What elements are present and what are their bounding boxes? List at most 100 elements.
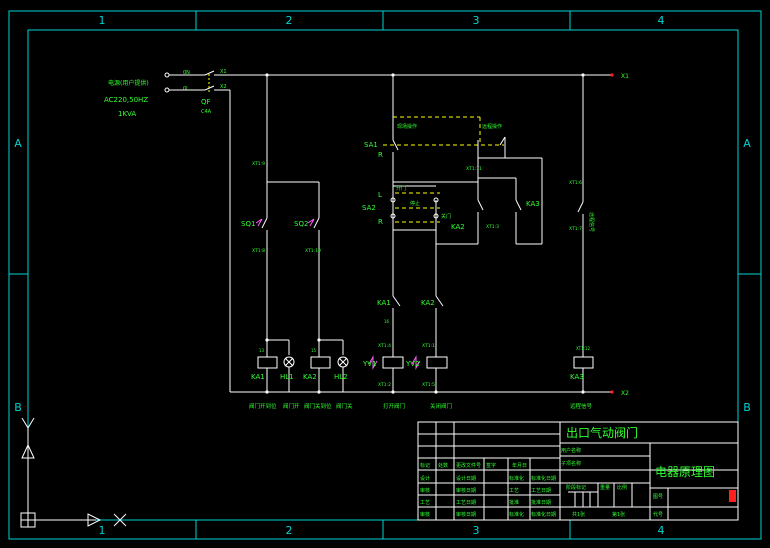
- function-f3: 阀门关到位: [304, 402, 332, 410]
- row1-c1: 设计: [420, 475, 430, 482]
- row1-c3: 标准化: [509, 475, 524, 482]
- function-f4: 阀门关: [336, 402, 353, 410]
- function-f6: 关闭阀门: [430, 402, 452, 410]
- ka2-contact-label-2: KA2: [421, 299, 435, 307]
- yv1-wire: 16: [384, 319, 390, 324]
- remote-term-bottom: XT1:3: [486, 224, 499, 230]
- function-f1: 阀门开到位: [249, 402, 277, 410]
- remote-signal-branch: XT1:6 XT1:7 XT1:12 KA3 远程信号: [569, 75, 595, 394]
- ka2-wire: 15: [311, 348, 317, 353]
- remote-term-top: XT1:11: [466, 166, 482, 172]
- row4-c3: 标准化: [509, 511, 524, 518]
- row2-c4: 工艺日期: [531, 488, 551, 494]
- supply-label: 电源(用户提供): [108, 79, 149, 87]
- scale-label: 比例: [617, 484, 627, 491]
- sa2-stop-tag: 停止: [410, 200, 420, 207]
- row-label-left-b: B: [14, 401, 22, 414]
- header-count: 处数: [438, 462, 448, 469]
- ka1-label: KA1: [251, 373, 265, 381]
- ka1-wire: 13: [259, 348, 265, 353]
- row-label-right-b: B: [743, 401, 751, 414]
- yv2-term-bottom: XT1:5: [422, 382, 435, 388]
- title-block: 出口气动阀门 电器原理图 用户名称 子项名称 标记 处数 更改文件号 签字 年月…: [417, 421, 739, 521]
- ka3-term-top: XT1:6: [569, 180, 582, 186]
- header-date: 年月日: [512, 462, 527, 469]
- row-label-left-a: A: [14, 137, 22, 150]
- selector-branch: SA2 L R 开门 停止 关门 SA1 R 现场操作 远程操作 KA2 KA3…: [362, 75, 543, 394]
- ka3-coil-wire: XT1:12: [576, 346, 591, 351]
- breaker-label: QF: [201, 98, 211, 106]
- header-change: 更改文件号: [456, 462, 481, 469]
- line-x1-left: X1: [220, 69, 227, 75]
- line-x1-right: X1: [621, 73, 629, 80]
- col-label-top-1: 1: [99, 14, 106, 27]
- yv2-label: YV2: [405, 360, 420, 368]
- sq1-term-top: XT1:9: [252, 161, 265, 167]
- sq1-label: SQ1: [241, 220, 255, 228]
- col-label-bottom-1: 1: [99, 524, 106, 537]
- yv1-label: YV1: [362, 360, 377, 368]
- ka3-coil-label: KA3: [570, 373, 584, 381]
- sa1-r-label: R: [378, 151, 383, 159]
- col-label-bottom-3: 3: [473, 524, 480, 537]
- row-label-right-a: A: [743, 137, 751, 150]
- row3-c4: 批准日期: [531, 499, 551, 506]
- col-label-top-2: 2: [286, 14, 293, 27]
- col-label-top-3: 3: [473, 14, 480, 27]
- ka2-label: KA2: [303, 373, 317, 381]
- ka1-contact-label: KA1: [377, 299, 391, 307]
- hl2-label: HL2: [334, 373, 348, 381]
- header-sign: 签字: [486, 462, 496, 469]
- function-f7: 远程信号: [570, 402, 593, 410]
- supply-term-l: 0L: [183, 86, 189, 92]
- limit-switch-branch: SQ1 XT1:9 XT1:8 13 KA1 HL1 SQ2 XT1:10 15…: [241, 75, 349, 394]
- hl1-label: HL1: [280, 373, 294, 381]
- sq2-label: SQ2: [294, 220, 308, 228]
- supply-spec: AC220,50HZ: [104, 96, 148, 104]
- row4-c4: 标准化日期: [531, 511, 556, 518]
- yv2-term: XT1:1: [422, 343, 435, 349]
- subproject-label: 子项名称: [561, 460, 581, 467]
- customer-label: 用户名称: [561, 447, 581, 454]
- sq1-term-bottom: XT1:8: [252, 248, 265, 254]
- row3-c2: 工艺日期: [456, 500, 476, 506]
- drawing-title: 电器原理图: [655, 465, 715, 479]
- col-label-top-4: 4: [658, 14, 665, 27]
- power-supply: 电源(用户提供) AC220,50HZ 1KVA 0N 0L QF C4A X1…: [104, 69, 629, 397]
- breaker-rating: C4A: [201, 109, 212, 115]
- ka2-contact-label: KA2: [451, 223, 465, 231]
- supply-power: 1KVA: [118, 110, 136, 118]
- function-labels: 阀门开到位 阀门开 阀门关到位 阀门关 打开阀门 关闭阀门 远程信号: [249, 402, 593, 410]
- remote-signal-tag: 远程信号: [588, 212, 595, 232]
- row4-c1: 审核: [420, 511, 430, 518]
- sheet-total: 共1张: [572, 511, 585, 518]
- yv1-term: XT1:4: [378, 343, 391, 349]
- drawing-frame: [8, 10, 762, 540]
- sa2-l-label: L: [378, 191, 382, 199]
- line-x2-left: X2: [220, 84, 227, 90]
- function-f2: 阀门开: [283, 402, 300, 410]
- row3-c1: 工艺: [420, 500, 430, 506]
- frame-labels: 1 2 3 4 1 2 3 4 A B A B: [14, 14, 751, 537]
- row1-c4: 标准化日期: [531, 475, 556, 482]
- weight-label: 重量: [600, 484, 610, 491]
- supply-term-n: 0N: [183, 70, 190, 76]
- stage-label: 阶段标记: [566, 484, 586, 491]
- sa2-r-label: R: [378, 218, 383, 226]
- col-label-bottom-4: 4: [658, 524, 665, 537]
- row2-c3: 工艺: [509, 488, 519, 494]
- line-x2-right: X2: [621, 390, 629, 397]
- sa2-open-tag: 开门: [396, 185, 406, 192]
- header-mark: 标记: [420, 462, 430, 469]
- sa2-close-tag: 关门: [441, 213, 451, 220]
- sa1-label: SA1: [364, 141, 378, 149]
- row1-c2: 设计日期: [456, 475, 476, 482]
- col-label-bottom-2: 2: [286, 524, 293, 537]
- row2-c2: 审核日期: [456, 487, 476, 494]
- drawing-no-label: 图号: [653, 494, 663, 500]
- sa1-left-tag: 现场操作: [397, 123, 417, 130]
- ka3-term-bottom: XT1:7: [569, 226, 582, 232]
- yv1-term-bottom: XT1:2: [378, 382, 391, 388]
- row2-c1: 审核: [420, 487, 430, 494]
